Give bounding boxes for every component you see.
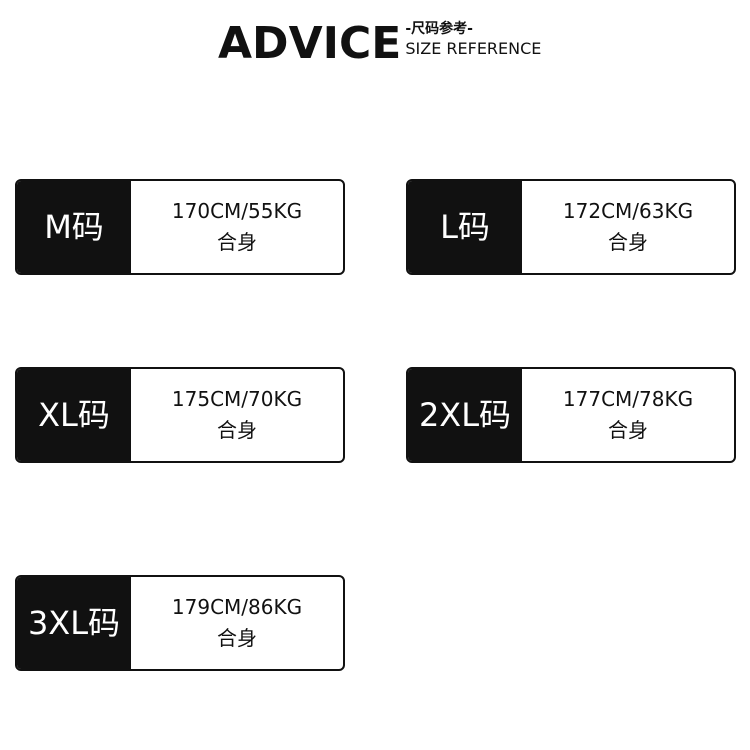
size-label: 2XL码 [408, 369, 522, 461]
size-card-xl: XL码 175CM/70KG 合身 [15, 367, 345, 463]
size-fit: 合身 [217, 418, 257, 442]
size-label: XL码 [17, 369, 131, 461]
size-card-3xl: 3XL码 179CM/86KG 合身 [15, 575, 345, 671]
size-measure: 170CM/55KG [171, 199, 303, 223]
size-label: M码 [17, 181, 131, 273]
size-label: L码 [408, 181, 522, 273]
size-label: 3XL码 [17, 577, 131, 669]
size-info: 179CM/86KG 合身 [131, 577, 343, 669]
size-measure: 175CM/70KG [171, 387, 303, 411]
size-fit: 合身 [217, 230, 257, 254]
size-fit: 合身 [608, 418, 648, 442]
page-subtitle-group: -尺码参考- SIZE REFERENCE [405, 20, 541, 59]
size-measure: 179CM/86KG [171, 595, 303, 619]
size-info: 177CM/78KG 合身 [522, 369, 734, 461]
size-card-2xl: 2XL码 177CM/78KG 合身 [406, 367, 736, 463]
size-fit: 合身 [217, 626, 257, 650]
page-title: ADVICE [218, 18, 402, 69]
size-info: 172CM/63KG 合身 [522, 181, 734, 273]
size-measure: 172CM/63KG [562, 199, 694, 223]
size-card-m: M码 170CM/55KG 合身 [15, 179, 345, 275]
size-card-l: L码 172CM/63KG 合身 [406, 179, 736, 275]
page-header: ADVICE -尺码参考- SIZE REFERENCE [218, 14, 541, 70]
size-info: 170CM/55KG 合身 [131, 181, 343, 273]
size-fit: 合身 [608, 230, 648, 254]
size-measure: 177CM/78KG [562, 387, 694, 411]
size-info: 175CM/70KG 合身 [131, 369, 343, 461]
page-subtitle-cn: -尺码参考- [405, 21, 473, 37]
page-subtitle-en: SIZE REFERENCE [405, 39, 542, 58]
